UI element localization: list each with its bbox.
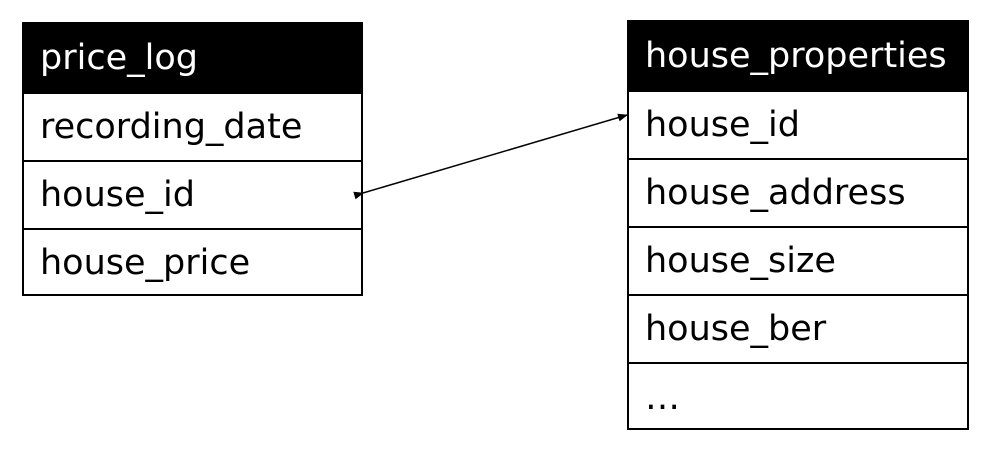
relationship-arrow xyxy=(353,113,628,200)
field-house-address: house_address xyxy=(629,158,967,226)
field-house-size: house_size xyxy=(629,226,967,294)
field-house-id: house_id xyxy=(24,160,361,228)
entity-house-properties: house_properties house_id house_address … xyxy=(627,20,969,430)
field-house-ber: house_ber xyxy=(629,294,967,362)
entity-title: price_log xyxy=(24,24,361,92)
field-house-id: house_id xyxy=(629,90,967,158)
entity-price-log: price_log recording_date house_id house_… xyxy=(22,22,363,296)
field-more: … xyxy=(629,362,967,432)
field-recording-date: recording_date xyxy=(24,92,361,160)
field-house-price: house_price xyxy=(24,228,361,296)
entity-title: house_properties xyxy=(629,22,967,90)
